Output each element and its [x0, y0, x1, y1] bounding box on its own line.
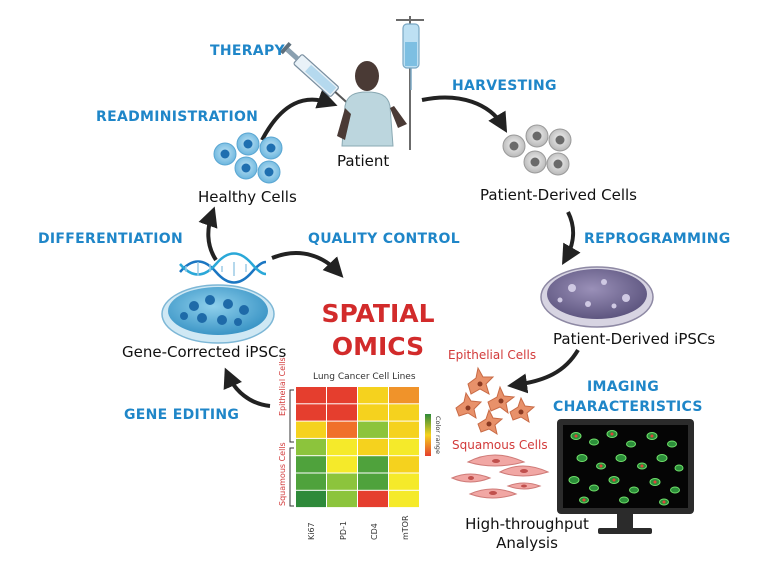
heatmap-cell [358, 387, 388, 404]
heatmap-cell [296, 404, 326, 421]
squamous-cells-icon [450, 454, 550, 499]
heatmap-cell [389, 473, 419, 490]
arrow-differentiation [198, 206, 218, 262]
node-patient-derived-cells: Patient-Derived Cells [480, 186, 638, 204]
heatmap-cell [296, 473, 326, 490]
step-reprogramming: REPROGRAMMING [584, 231, 731, 247]
arrow-reprogramming [562, 211, 581, 265]
heatmap [296, 387, 419, 508]
step-imaging: IMAGING CHARACTERISTICS [553, 379, 703, 415]
node-high-throughput: High-throughput Analysis [465, 515, 589, 552]
heatmap-cell [389, 490, 419, 508]
arrow-therapy [260, 89, 338, 141]
arrow-to-epithelial [507, 348, 580, 394]
heatmap-cell [327, 456, 357, 473]
epithelial-cells-icon [455, 366, 536, 436]
heatmap-cell [358, 421, 388, 438]
heatmap-rowgroup-squamous: Squamous Cells [278, 442, 287, 506]
heatmap-col-label: CD4 [370, 523, 379, 540]
patient-derived-cells-icon [502, 124, 572, 176]
heatmap-cell [389, 438, 419, 456]
heatmap-cell [296, 438, 326, 456]
heatmap-cell [327, 421, 357, 438]
heatmap-cell [296, 421, 326, 438]
heatmap-cell [389, 404, 419, 421]
step-gene-editing: GENE EDITING [124, 407, 240, 423]
center-omics: OMICS [331, 332, 425, 361]
node-patient-derived-ipscs: Patient-Derived iPSCs [553, 330, 716, 348]
syringe-icon [279, 41, 350, 105]
heatmap-cell [358, 438, 388, 456]
step-therapy: THERAPY [210, 43, 285, 59]
heatmap-cell [358, 456, 388, 473]
node-healthy-cells: Healthy Cells [198, 188, 297, 206]
gene-corrected-dish-icon [161, 284, 275, 344]
step-readministration: READMINISTRATION [96, 109, 259, 125]
arrow-harvesting [421, 95, 508, 133]
heatmap-colorbar [425, 414, 431, 456]
arrow-quality-control [271, 251, 344, 278]
heatmap-cell [296, 456, 326, 473]
heatmap-cell [327, 438, 357, 456]
heatmap-title: Lung Cancer Cell Lines [313, 372, 416, 382]
heatmap-col-label: Ki67 [307, 522, 316, 540]
step-quality-control: QUALITY CONTROL [308, 231, 460, 247]
monitor-icon [557, 419, 694, 534]
arrow-gene-editing [223, 367, 271, 408]
heatmap-cell [327, 404, 357, 421]
heatmap-cell [327, 490, 357, 508]
heatmap-rowgroup-epithelial: Epithelial Cells [278, 357, 287, 416]
heatmap-colorbar-label: Color range [434, 416, 442, 454]
heatmap-cell [389, 456, 419, 473]
label-squamous-cells: Squamous Cells [452, 438, 548, 452]
imaged-nuclei [574, 432, 666, 504]
heatmap-cell [358, 404, 388, 421]
heatmap-cell [389, 421, 419, 438]
heatmap-cell [358, 490, 388, 508]
heatmap-col-label: PD-1 [339, 521, 348, 540]
iv-drip-icon [396, 16, 424, 150]
heatmap-cell [327, 473, 357, 490]
heatmap-cell [296, 490, 326, 508]
center-spatial: SPATIAL [321, 299, 435, 328]
step-harvesting: HARVESTING [452, 78, 557, 94]
heatmap-cell [327, 387, 357, 404]
heatmap-cell [296, 387, 326, 404]
step-differentiation: DIFFERENTIATION [38, 231, 183, 247]
node-gene-corrected-ipscs: Gene-Corrected iPSCs [122, 343, 287, 361]
node-patient: Patient [337, 152, 390, 170]
label-epithelial-cells: Epithelial Cells [448, 348, 537, 362]
patient-icon [337, 61, 407, 147]
heatmap-cell [389, 387, 419, 404]
heatmap-col-label: mTOR [401, 515, 410, 540]
heatmap-cell [358, 473, 388, 490]
ipsc-dish-icon [540, 266, 654, 328]
heatmap-row-brackets [289, 389, 294, 507]
dna-icon [179, 252, 267, 284]
healthy-cells-icon [213, 132, 283, 184]
